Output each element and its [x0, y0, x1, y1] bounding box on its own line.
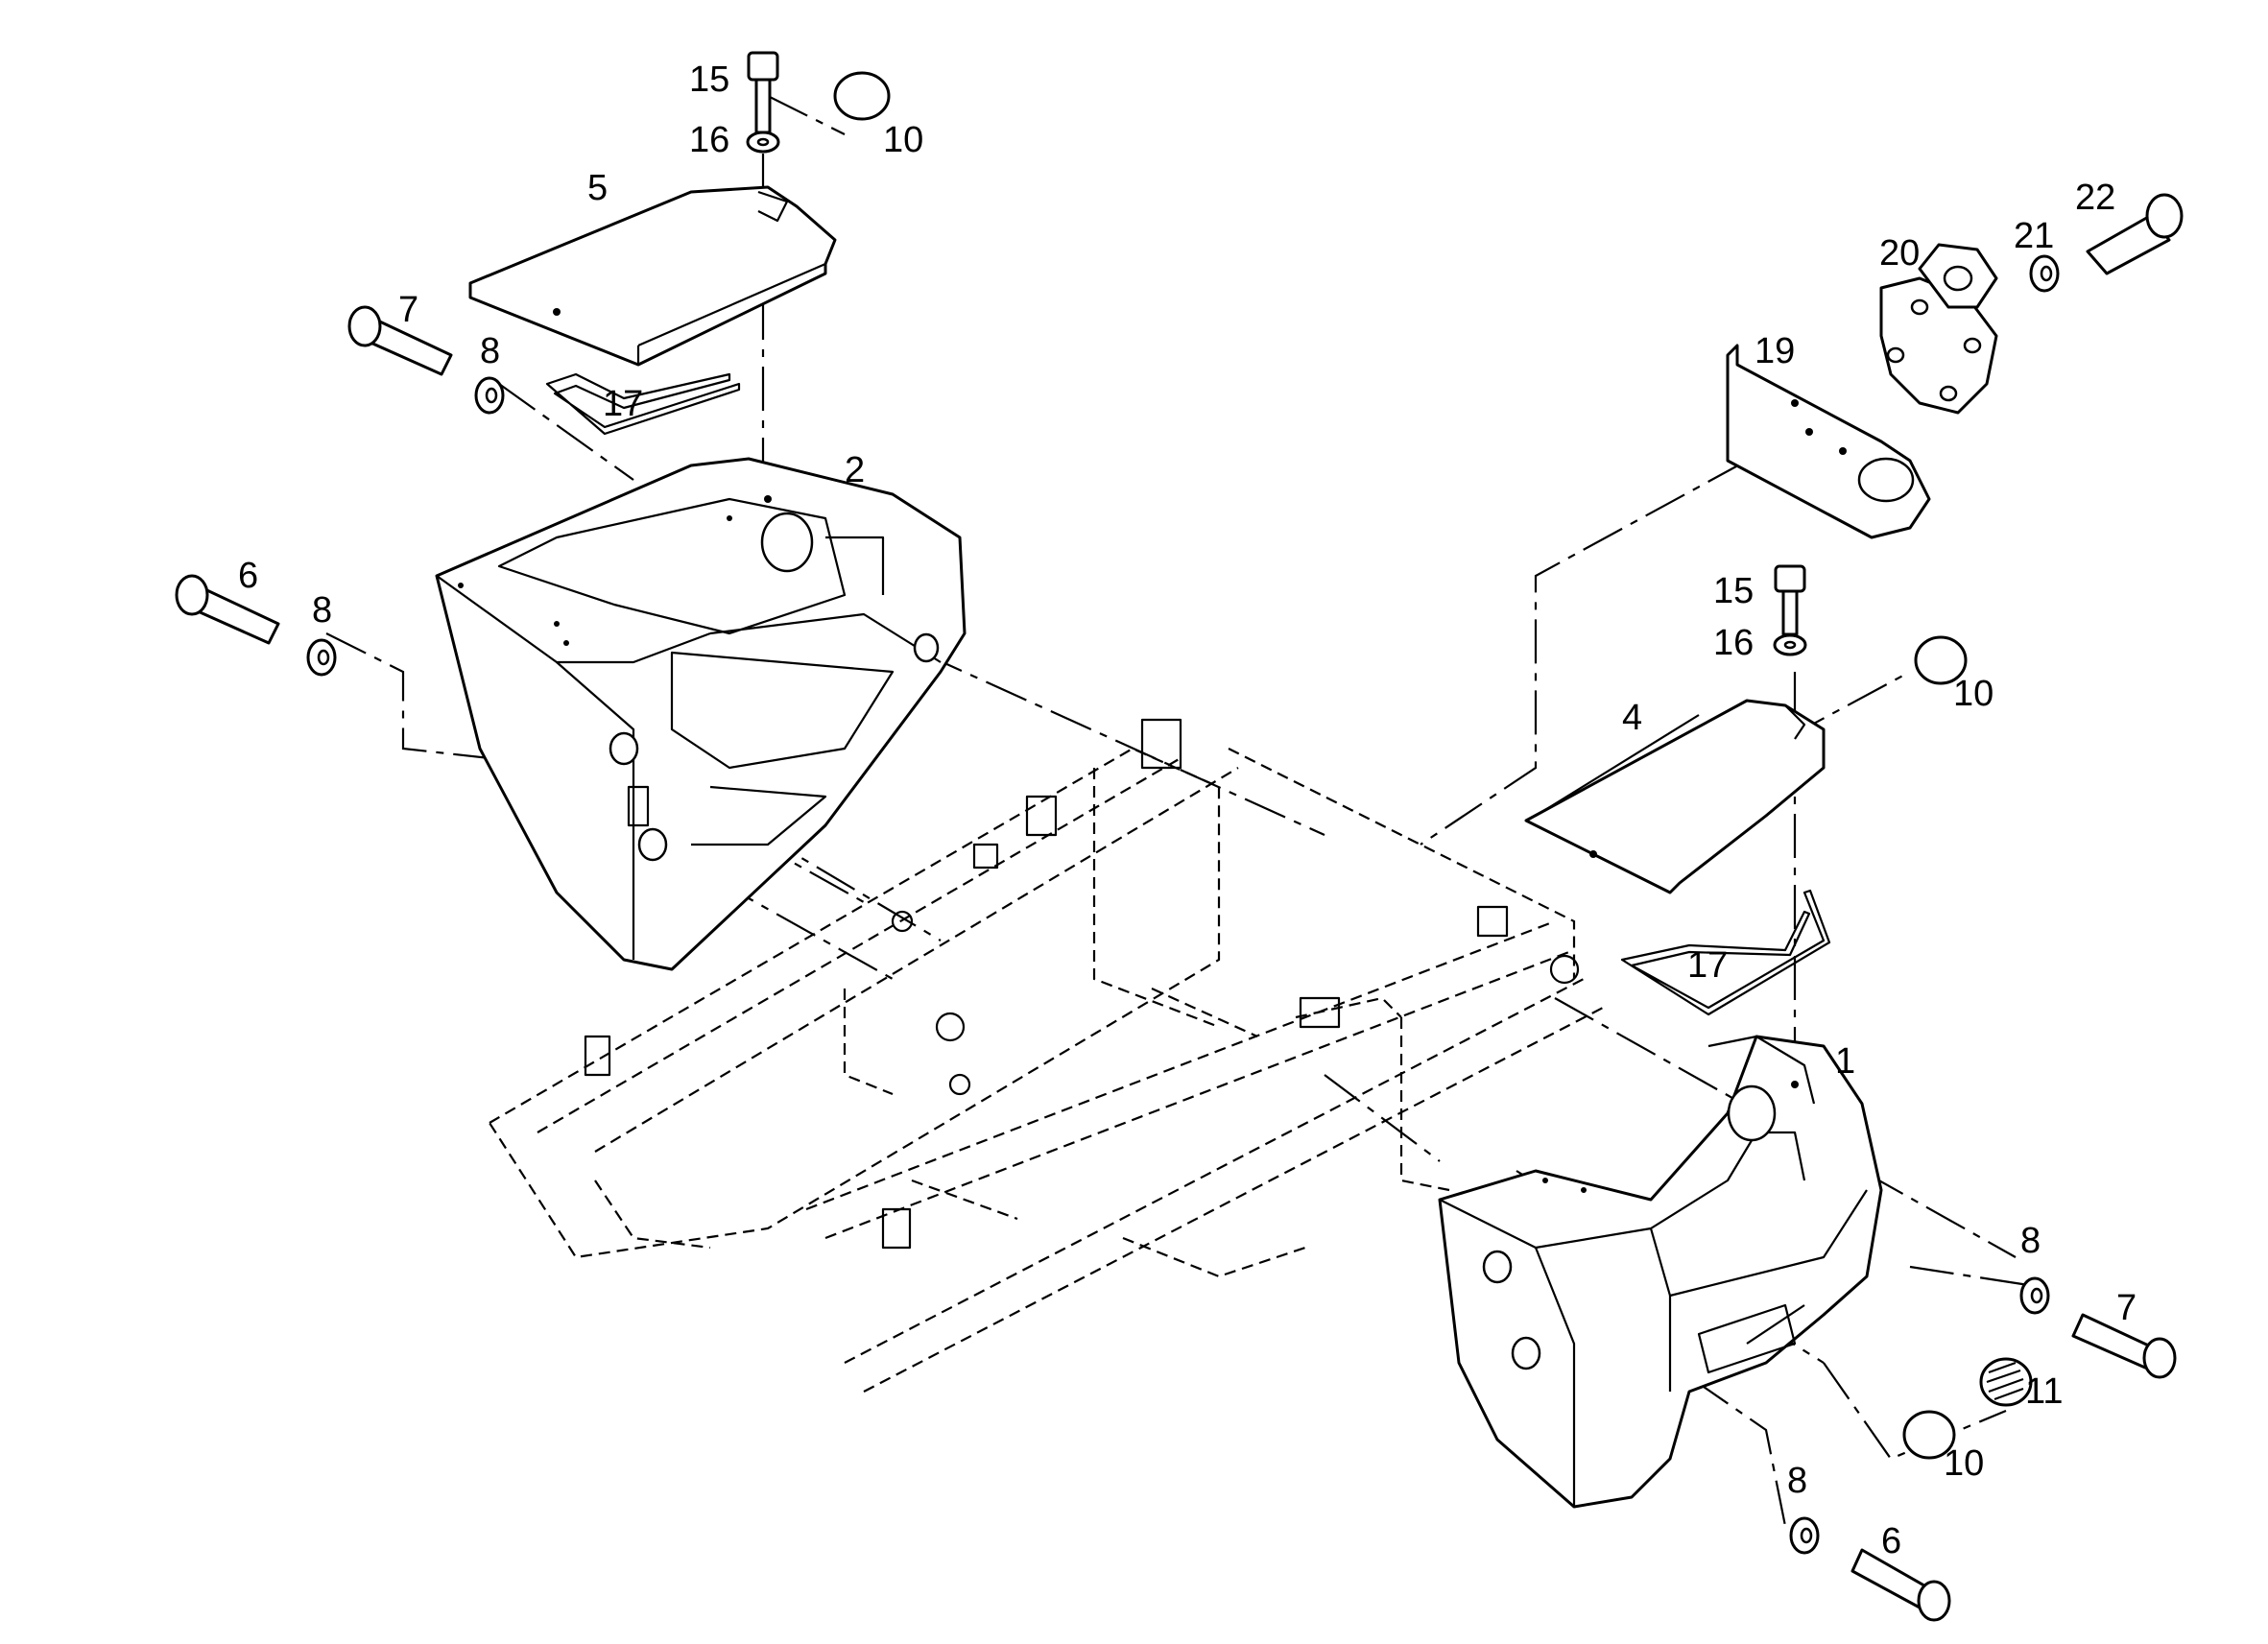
callout-4: 4 [1622, 698, 1642, 738]
callout-10-lower: 10 [1944, 1443, 1984, 1484]
callout-labels: 15 16 10 5 7 8 17 2 6 8 22 21 20 19 15 1… [238, 60, 2137, 1561]
washer-8-right-upper [2019, 1276, 2050, 1315]
washer-16-right [1773, 633, 1807, 656]
callout-6-left: 6 [238, 556, 258, 596]
cover-plate-4 [1524, 699, 1826, 894]
plug-11 [1979, 1357, 2033, 1407]
washer-8-right-lower [1789, 1516, 1820, 1555]
frame-brackets [584, 718, 1580, 1250]
callout-8-right-lower: 8 [1787, 1461, 1807, 1501]
cover-plate-5 [468, 185, 837, 367]
washer-16-top [746, 131, 780, 154]
bolt-15-top [747, 51, 779, 134]
callout-10-right: 10 [1953, 674, 1993, 714]
callout-15-right: 15 [1713, 571, 1754, 611]
counterweight-left [435, 457, 967, 971]
cap-10-lower [1902, 1410, 1956, 1460]
callout-8-left-lower: 8 [312, 590, 332, 631]
callout-1: 1 [1835, 1041, 1855, 1082]
washer-8-left-upper [474, 376, 505, 415]
callout-10-top: 10 [883, 120, 923, 160]
callout-8-left-upper: 8 [480, 331, 500, 371]
washer-8-left-lower [306, 638, 337, 677]
bolt-7-left [347, 305, 453, 376]
callout-16-right: 16 [1713, 623, 1754, 663]
callout-7-right: 7 [2116, 1288, 2137, 1328]
callout-17-right: 17 [1687, 945, 1728, 986]
bolt-15-right [1774, 564, 1806, 636]
gasket-17-left [545, 372, 741, 436]
callout-7-left: 7 [398, 290, 418, 330]
callout-17-left: 17 [603, 384, 643, 424]
tow-bracket-19 [1726, 344, 1931, 539]
bolt-6-left [175, 574, 280, 645]
callout-21: 21 [2014, 216, 2054, 256]
callout-15-top: 15 [689, 60, 729, 100]
gasket-17-right [1620, 889, 1831, 1016]
bolt-22 [2086, 193, 2184, 275]
callout-16-top: 16 [689, 120, 729, 160]
callout-5: 5 [587, 168, 608, 208]
callout-6-right: 6 [1881, 1521, 1901, 1561]
callout-20: 20 [1879, 233, 1920, 274]
coupling-plate-20 [1879, 243, 1998, 415]
cap-10-top [833, 71, 891, 121]
cap-10-right [1914, 635, 1968, 685]
bolt-7-right [2071, 1313, 2177, 1379]
callout-19: 19 [1755, 331, 1795, 371]
bolt-6-right [1850, 1548, 1951, 1622]
callout-8-right-upper: 8 [2020, 1221, 2041, 1261]
counterweight-right [1438, 1035, 1883, 1509]
callout-2: 2 [845, 450, 865, 490]
callout-11: 11 [2025, 1371, 2063, 1412]
callout-22: 22 [2075, 178, 2115, 218]
washer-21 [2029, 254, 2060, 293]
